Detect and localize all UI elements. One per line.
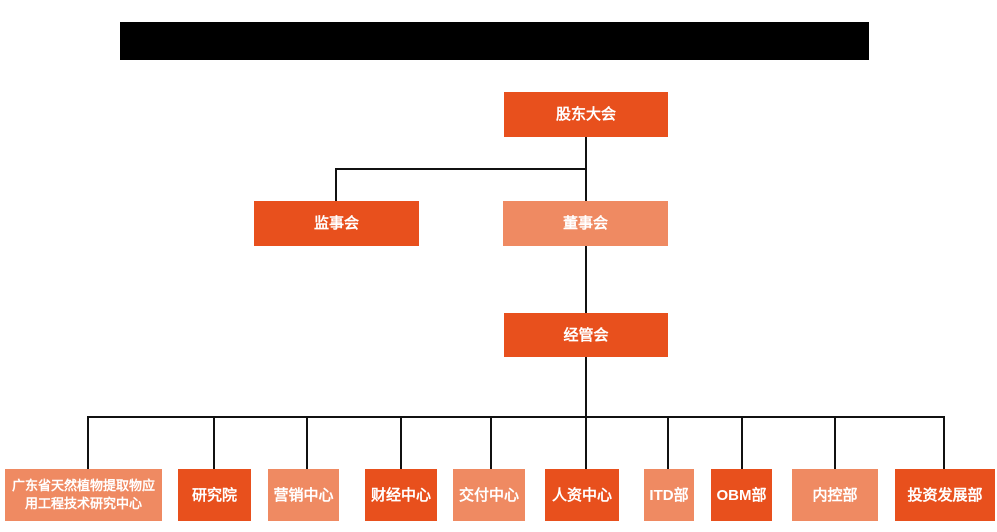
org-node-board-of-directors: 董事会: [503, 201, 668, 246]
connector-branch-horizontal: [335, 168, 587, 170]
org-node-management-committee: 经管会: [504, 313, 668, 357]
org-node-internal-control-department: 内控部: [792, 469, 878, 521]
org-node-label: 研究院: [191, 486, 237, 504]
org-node-label: OBM部: [716, 486, 767, 504]
connector-drop-2: [213, 416, 215, 469]
connector-drop-3: [306, 416, 308, 469]
org-node-research-institute: 研究院: [178, 469, 251, 521]
connector-branch-to-supervisory: [335, 168, 337, 201]
org-node-label: 营销中心: [273, 486, 334, 504]
org-node-delivery-center: 交付中心: [453, 469, 525, 521]
org-node-obm-department: OBM部: [711, 469, 772, 521]
org-node-label: 广东省天然植物提取物应用工程技术研究中心: [11, 477, 155, 511]
redacted-title-bar: [120, 22, 869, 60]
connector-drop-1: [87, 416, 89, 469]
org-node-label: 人资中心: [551, 486, 612, 504]
connector-distribution-horizontal: [87, 416, 945, 418]
org-node-marketing-center: 营销中心: [268, 469, 339, 521]
org-node-label: 董事会: [562, 215, 608, 232]
connector-drop-5: [490, 416, 492, 469]
connector-drop-4: [400, 416, 402, 469]
org-node-label: 交付中心: [458, 486, 519, 504]
connector-board-to-management: [585, 246, 587, 313]
org-node-gd-plant-extract-research-center: 广东省天然植物提取物应用工程技术研究中心: [5, 469, 162, 521]
org-node-investment-development-department: 投资发展部: [895, 469, 995, 521]
org-node-itd-department: ITD部: [644, 469, 694, 521]
org-node-label: 财经中心: [370, 486, 431, 504]
org-node-label: 股东大会: [555, 106, 616, 123]
org-node-label: 经管会: [563, 326, 609, 344]
connector-management-to-departments: [585, 356, 587, 469]
org-node-label: 投资发展部: [907, 486, 983, 504]
org-node-label: ITD部: [649, 486, 689, 504]
org-node-hr-center: 人资中心: [545, 469, 619, 521]
connector-drop-9: [834, 416, 836, 469]
connector-drop-10: [943, 416, 945, 469]
connector-drop-8: [741, 416, 743, 469]
org-node-label: 监事会: [313, 215, 359, 232]
connector-drop-7: [667, 416, 669, 469]
org-node-shareholders-meeting: 股东大会: [504, 92, 668, 137]
org-node-supervisory-board: 监事会: [254, 201, 419, 246]
org-node-finance-center: 财经中心: [365, 469, 437, 521]
org-node-label: 内控部: [812, 486, 858, 504]
